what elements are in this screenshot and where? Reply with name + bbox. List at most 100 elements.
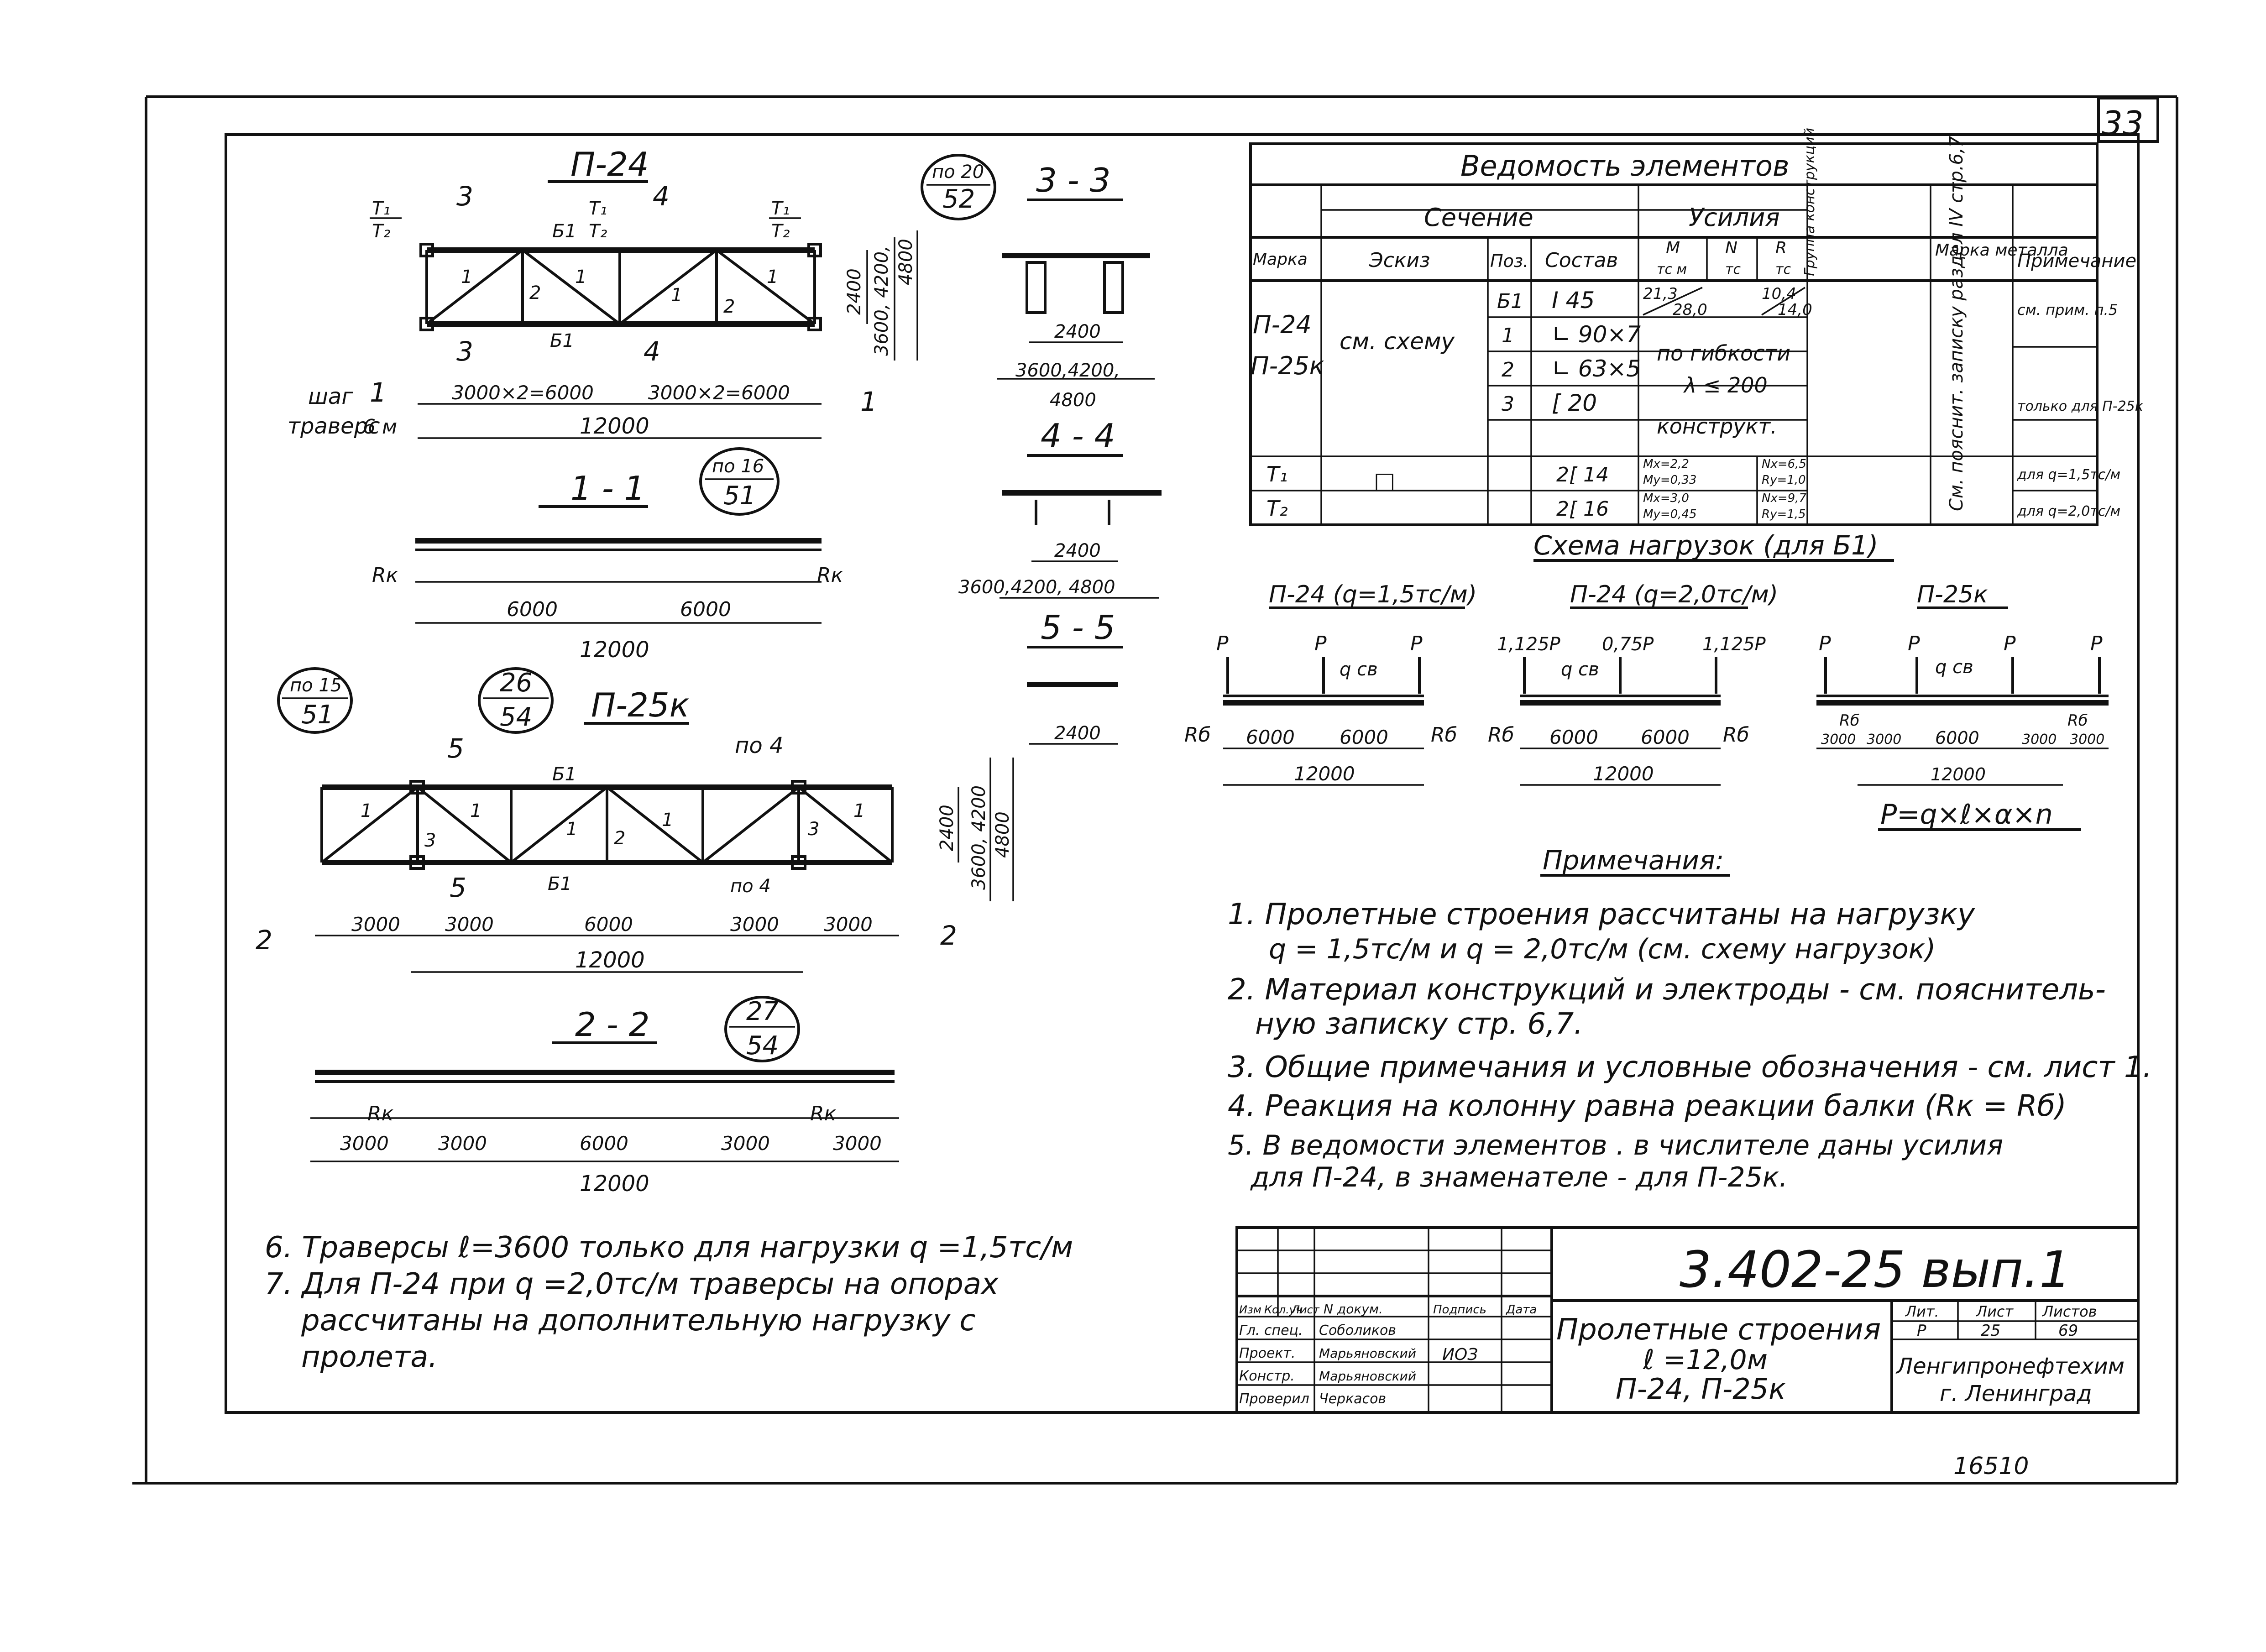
section-2-2-dim-4: 3000 <box>721 1132 770 1155</box>
p24-step-value: 6 м <box>363 415 397 439</box>
section-5-5-width: 2400 <box>1054 723 1101 744</box>
section-1-1-total: 12000 <box>580 637 649 663</box>
table-sketch-see-scheme: см. схему <box>1340 328 1455 355</box>
scheme-3-dim-2: 3000 <box>1867 732 1901 748</box>
p24-height-2400: 2400 <box>844 268 865 315</box>
table-note-3: для q=1,5тс/м <box>2017 467 2120 483</box>
section-3-3-width3: 4800 <box>1050 390 1096 411</box>
load-formula: P=q×ℓ×α×n <box>1880 799 2053 831</box>
table-t2-f4: Ry=1,5 <box>1762 507 1806 521</box>
table-header-pos: Поз. <box>1490 251 1528 271</box>
scheme-2-dim-1: 6000 <box>1549 726 1598 748</box>
table-header-n: N <box>1725 239 1737 257</box>
section-5-5-title: 5 - 5 <box>1041 608 1115 647</box>
table-header-group: Группа конструкций <box>1802 128 1818 276</box>
scheme-2-dim-2: 6000 <box>1641 726 1690 748</box>
scheme-2-rb-right: Rб <box>1723 723 1749 747</box>
sheet-number: 33 <box>2102 104 2144 142</box>
tb-name-1: Соболиков <box>1319 1323 1396 1338</box>
truss-p25k: П-25к 1 3 1 1 2 1 3 1 Б1 Б1 5 5 по 4 по … <box>256 667 1014 973</box>
table-header-r: R <box>1775 239 1787 257</box>
section-1-1: 1 - 1 Rк Rк 6000 6000 12000 по 16 51 <box>372 447 843 663</box>
notes: Примечания: 1. Пролетные строения рассчи… <box>265 845 2152 1374</box>
scheme-3-dim-5: 3000 <box>2070 732 2104 748</box>
note-3: 3. Общие примечания и условные обозначен… <box>1228 1051 2152 1084</box>
section-2-2-dim-1: 3000 <box>340 1132 389 1155</box>
tb-role-1: Гл. спец. <box>1239 1323 1303 1338</box>
section-3-3-width: 2400 <box>1054 321 1101 342</box>
p25k-dim-4: 3000 <box>730 913 779 936</box>
table-flex-2: λ ≤ 200 <box>1683 373 1768 397</box>
tb-name-2: Марьяновский <box>1319 1346 1416 1361</box>
section-2-2-total: 12000 <box>580 1171 649 1197</box>
table-header-forces: Усилия <box>1689 203 1780 232</box>
callout-15-51-bottom: 51 <box>301 700 334 730</box>
p24-cut-3-top: 3 <box>456 181 473 212</box>
scheme-3-p-4: P <box>2090 632 2103 655</box>
p25k-member-2: 2 <box>614 828 625 849</box>
p24-member-1c: 1 <box>671 285 682 306</box>
note-5a: 5. В ведомости элементов . в числителе д… <box>1228 1129 2003 1161</box>
table-t1-f1: Mx=2,2 <box>1643 457 1689 471</box>
table-note-1: см. прим. п.5 <box>2017 301 2118 319</box>
callout-15-51-top: по 15 <box>290 675 342 696</box>
table-row-2-comp: ∟ 63×5 <box>1552 355 1641 382</box>
table-header-r-unit: тс <box>1775 261 1791 277</box>
table-header-comp: Состав <box>1545 249 1618 272</box>
p25k-dim-2: 3000 <box>445 913 494 936</box>
callout-16-51-top: по 16 <box>712 456 764 477</box>
scheme-3-total: 12000 <box>1931 764 1986 784</box>
p24-cut-3-bot: 3 <box>456 336 473 367</box>
section-2-2-dim-2: 3000 <box>438 1132 487 1155</box>
table-row-b1-pos: Б1 <box>1497 290 1523 313</box>
p25k-member-1c: 1 <box>566 819 577 840</box>
table-header-n-unit: тс <box>1725 261 1741 277</box>
p25k-po4-bottom: по 4 <box>730 876 771 897</box>
tb-organization: Ленгипронефтехим <box>1895 1354 2125 1379</box>
table-r-bottom: 14,0 <box>1778 301 1812 319</box>
p24-t2-left: T₂ <box>372 221 390 242</box>
p24-dim-a: 3000×2=6000 <box>452 382 594 404</box>
p25k-dim-1: 3000 <box>351 913 400 936</box>
callout-27-54-top: 27 <box>746 997 779 1026</box>
section-1-1-dim-2: 6000 <box>680 598 731 621</box>
p25k-height-3600: 3600, 4200 <box>968 785 989 890</box>
section-3-3-title: 3 - 3 <box>1036 161 1110 199</box>
tb-role-2: Проект. <box>1239 1345 1296 1361</box>
callout-20-52-top: по 20 <box>932 162 984 183</box>
table-t2-f2: My=0,45 <box>1643 507 1697 521</box>
p25k-member-1a: 1 <box>361 800 372 821</box>
table-row-2-pos: 2 <box>1502 358 1514 382</box>
p24-cut-1-left: 1 <box>370 377 387 408</box>
section-2-2-rk-left: Rк <box>367 1102 394 1125</box>
table-row-3-comp: [ 20 <box>1552 390 1597 416</box>
tb-header-stage: Лит. <box>1905 1303 1939 1320</box>
title-block: Изм Кол.уч Лист N докум. Подпись Дата Гл… <box>1235 1226 2140 1414</box>
table-flex-1: по гибкости <box>1657 341 1790 366</box>
scheme-3-rb-right: Rб <box>2067 711 2088 730</box>
p25k-dim-5: 3000 <box>824 913 873 936</box>
p25k-member-3b: 3 <box>808 819 819 840</box>
tb-col-kol: Кол.уч <box>1264 1303 1302 1316</box>
p24-t1-mid: T₁ <box>589 198 607 219</box>
tb-col-izm: Изм <box>1239 1303 1261 1316</box>
section-4-4-title: 4 - 4 <box>1041 417 1115 455</box>
elements-table: Ведомость элементов Сечение Усилия Марка… <box>1249 128 2143 526</box>
tb-col-list: Лист <box>1291 1303 1320 1316</box>
scheme-2-qsv: q св <box>1561 659 1599 680</box>
p25k-b1-top: Б1 <box>552 764 576 785</box>
scheme-3-qsv: q св <box>1935 657 1973 678</box>
tb-role-4: Проверил <box>1239 1391 1309 1407</box>
scheme-3-p-2: P <box>1908 632 1920 655</box>
note-7c: пролета. <box>301 1340 438 1374</box>
p24-cut-1-right: 1 <box>860 386 877 417</box>
scheme-3-rb-left: Rб <box>1839 711 1860 730</box>
p24-dim-total: 12000 <box>580 413 649 439</box>
scheme-3-dim-1: 3000 <box>1821 732 1856 748</box>
section-2-2-dim-3: 6000 <box>580 1132 628 1155</box>
p25k-dim-total: 12000 <box>575 947 645 973</box>
p24-height-4800: 4800 <box>895 239 916 285</box>
p25k-cut-5-bottom: 5 <box>450 872 466 903</box>
tb-sheets: 69 <box>2058 1322 2078 1340</box>
table-t1-comp: 2[ 14 <box>1556 463 1609 486</box>
